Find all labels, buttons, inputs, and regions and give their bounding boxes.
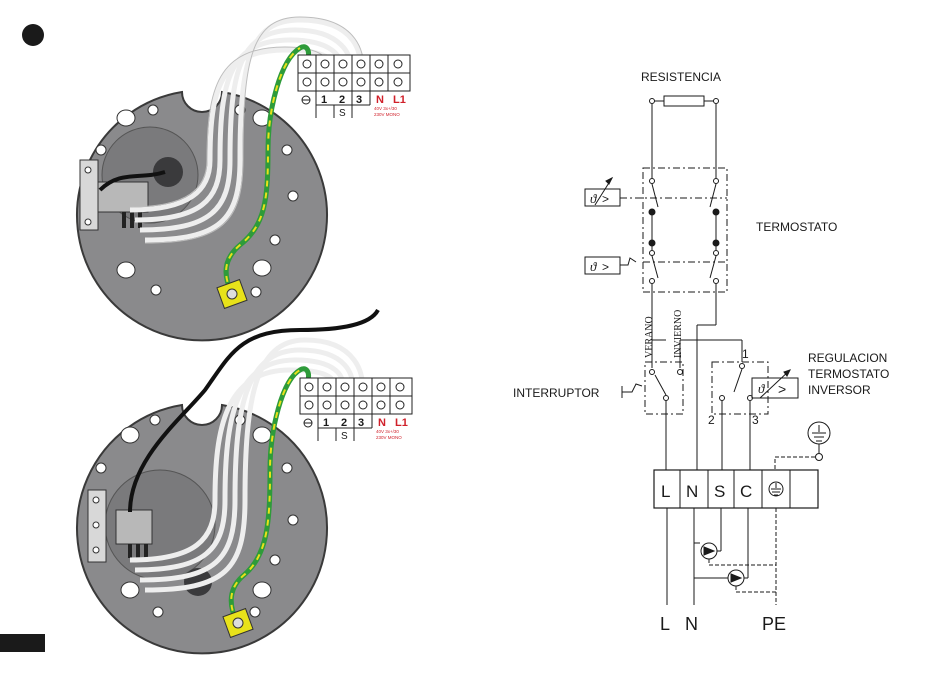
label-termostato: TERMOSTATO — [756, 220, 837, 234]
thermostat-box — [643, 168, 727, 292]
contact-label-2: 2 — [708, 413, 715, 427]
contact-label-1: 1 — [742, 347, 749, 361]
strip-terminal-s: S — [714, 482, 725, 501]
terminal-bottom-s: S — [341, 431, 348, 442]
terminal-bottom-1: 1 — [323, 417, 329, 429]
terminal-top-s: S — [339, 108, 346, 119]
label-invierno: INVIERNO — [673, 310, 684, 358]
supply-pe: PE — [762, 614, 786, 634]
theta-sensor-2: ϑ — [590, 259, 597, 274]
terminal-bottom-3: 3 — [358, 417, 364, 429]
label-verano: VERANO — [644, 316, 655, 358]
resistor-symbol — [664, 96, 704, 106]
sensor-1-gt: > — [602, 192, 609, 206]
heater-plate-bottom — [77, 405, 327, 653]
schematic — [585, 96, 830, 605]
page-tab-marker — [0, 634, 45, 652]
sensor-2-gt: > — [602, 260, 609, 274]
sensor-3-gt: > — [778, 381, 786, 397]
terminal-bottom-2: 2 — [341, 417, 347, 429]
theta-sensor-3: ϑ — [758, 381, 765, 396]
terminal-top-volt-2: 230V MONO — [374, 112, 400, 117]
page-marker-dot — [22, 24, 44, 46]
terminal-bottom-volt-2: 230V MONO — [376, 435, 402, 440]
theta-sensor-1: ϑ — [590, 191, 597, 206]
strip-terminal-c: C — [740, 482, 752, 501]
terminal-top-2: 2 — [339, 94, 345, 106]
supply-l: L — [660, 614, 670, 634]
supply-n: N — [685, 614, 698, 634]
terminal-block-top: 1 2 3 N L1 S 40V 3x+/30 230V MONO — [298, 55, 410, 119]
schematic-terminal-strip — [654, 470, 818, 508]
terminal-block-bottom: 1 2 3 N L1 S 40V 3x+/30 230V MONO — [300, 378, 412, 442]
strip-terminal-n: N — [686, 482, 698, 501]
label-regulacion: REGULACION — [808, 351, 887, 365]
terminal-top-1: 1 — [321, 94, 327, 106]
strip-terminal-l: L — [661, 482, 670, 501]
label-resistencia: RESISTENCIA — [641, 70, 721, 84]
terminal-bottom-volt-1: 40V 3x+/30 — [376, 429, 399, 434]
terminal-top-3: 3 — [356, 94, 362, 106]
terminal-top-l1: L1 — [393, 94, 406, 106]
terminal-top-n: N — [376, 94, 384, 106]
terminal-top-volt-1: 40V 3x+/30 — [374, 106, 397, 111]
heater-plate-top — [77, 92, 327, 340]
label-regulacion-termostato: TERMOSTATO — [808, 367, 889, 381]
label-inversor: INVERSOR — [808, 383, 871, 397]
label-interruptor: INTERRUPTOR — [513, 386, 600, 400]
terminal-bottom-n: N — [378, 417, 386, 429]
terminal-bottom-l1: L1 — [395, 417, 408, 429]
contact-label-3: 3 — [752, 413, 759, 427]
